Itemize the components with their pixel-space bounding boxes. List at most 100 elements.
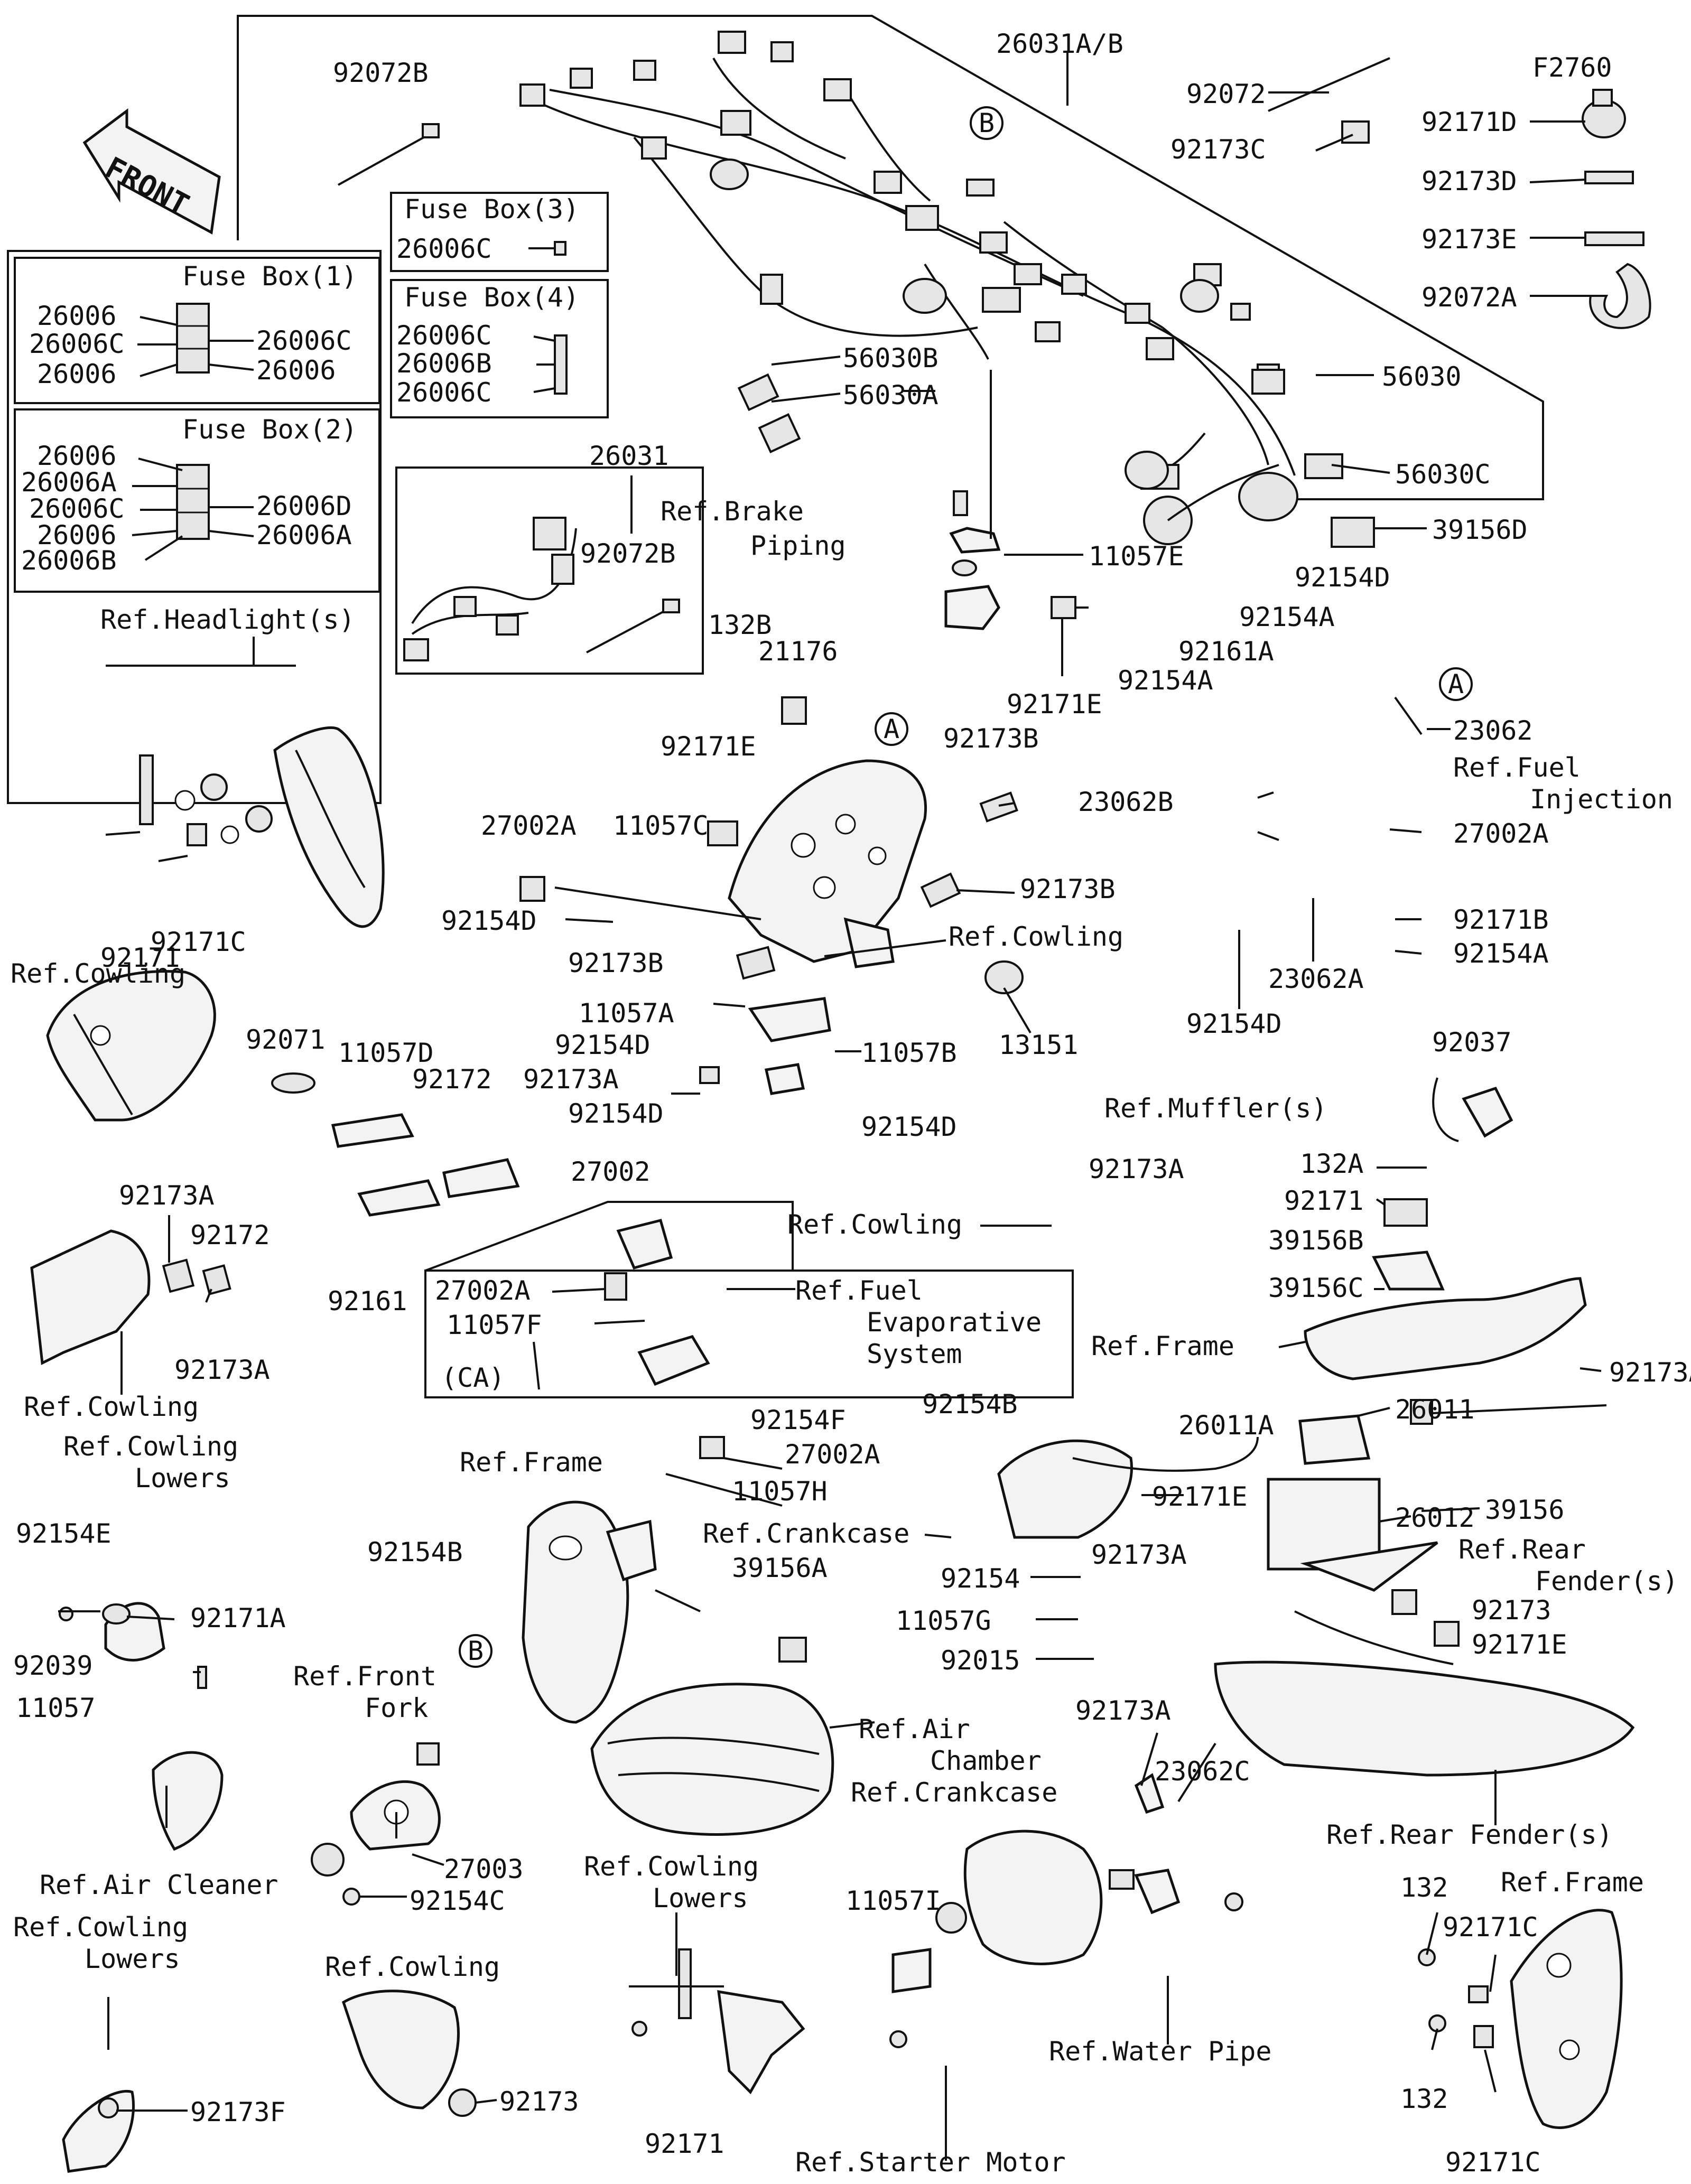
evap-outline — [425, 1201, 794, 1272]
fuse-box-1-left-1: 26006 — [37, 301, 117, 331]
evap-bracket-shapes — [552, 1218, 795, 1386]
label-92173A-c: 92173A — [174, 1355, 270, 1385]
label-92171A: 92171A — [190, 1603, 286, 1634]
ref-frame-c: Ref.Frame — [1501, 1867, 1644, 1898]
label-13151: 13151 — [999, 1030, 1079, 1060]
callout-b-fork-label: B — [468, 1636, 484, 1666]
callout-b-fork — [459, 1634, 493, 1668]
brake-bracket — [944, 490, 1076, 630]
ref-brake-2: Piping — [750, 530, 846, 561]
fuse-box-1-frame — [14, 257, 380, 404]
small-connectors — [519, 696, 1024, 1095]
label-11057D: 11057D — [338, 1038, 434, 1068]
label-11057A: 11057A — [579, 998, 674, 1029]
label-92071: 92071 — [246, 1024, 326, 1055]
leader-lines — [31, 53, 1607, 2161]
label-92173A-f: 92173A — [1091, 1539, 1187, 1570]
front-arrow-icon: FRONT — [82, 108, 221, 235]
label-92072: 92072 — [1186, 79, 1266, 109]
ref-frame-b: Ref.Frame — [460, 1447, 603, 1478]
label-92154A-c: 92154A — [1453, 938, 1549, 969]
fuse-box-4-part-2: 26006B — [396, 348, 492, 379]
fuse-box-2-left-5: 26006B — [21, 545, 117, 576]
headlight-assembly — [105, 726, 385, 928]
fuse-box-1-title: Fuse Box(1) — [182, 261, 357, 292]
ref-fuel-inj-2: Injection — [1530, 784, 1673, 815]
label-27003: 27003 — [444, 1854, 524, 1884]
label-92154B-a: 92154B — [367, 1537, 463, 1567]
evap-region: (CA) — [441, 1362, 505, 1393]
ref-frame-a: Ref.Frame — [1091, 1331, 1234, 1361]
label-92154A-a: 92154A — [1239, 602, 1335, 632]
ref-crankcase-a: Ref.Crankcase — [703, 1518, 909, 1549]
ref-headlight: Ref.Headlight(s) — [100, 604, 355, 635]
ref-cowling-e: Ref.Cowling — [325, 1952, 500, 1982]
label-92154D-a: 92154D — [1295, 562, 1390, 593]
ref-water-pipe: Ref.Water Pipe — [1049, 2036, 1271, 2067]
main-wiring-harness — [519, 31, 1296, 490]
label-23062A: 23062A — [1268, 964, 1364, 994]
frame-center — [522, 1436, 725, 1724]
label-92173A-g: 92173A — [1075, 1695, 1171, 1726]
fuse-box-1-right-1: 26006C — [256, 325, 352, 356]
evap-ref-2: Evaporative — [867, 1307, 1042, 1338]
label-92154D-c: 92154D — [441, 906, 537, 936]
fuse-box-4-part-1: 26006C — [396, 320, 492, 351]
label-11057G: 11057G — [896, 1606, 991, 1636]
ref-muffler: Ref.Muffler(s) — [1104, 1093, 1327, 1124]
label-92171C: 92171C — [151, 927, 246, 957]
label-56030B: 56030B — [843, 343, 939, 374]
ref-cow-lowers-c1: Ref.Cowling — [584, 1851, 759, 1882]
ref-front-fork-1: Ref.Front — [293, 1661, 436, 1692]
fuse-box-2-left-4: 26006 — [37, 520, 117, 550]
label-92072B: 92072B — [333, 58, 429, 88]
label-92173A-a: 92173A — [523, 1064, 619, 1095]
ref-rear-fender-b: Ref.Rear Fender(s) — [1326, 1819, 1613, 1850]
label-92173-b: 92173 — [1472, 1595, 1551, 1626]
cowling-bottom — [341, 1990, 477, 2117]
label-92171E-b: 92171E — [661, 731, 756, 762]
muffler-bracket — [1304, 1077, 1587, 1425]
label-39156C: 39156C — [1268, 1273, 1364, 1303]
label-92154D-e: 92154D — [568, 1098, 664, 1129]
fuse-box-3-title: Fuse Box(3) — [404, 194, 579, 225]
ref-crankcase-b: Ref.Crankcase — [851, 1777, 1057, 1808]
fuse-box-2-title: Fuse Box(2) — [182, 414, 357, 445]
battery-and-fender — [997, 1414, 1635, 1777]
ref-starter: Ref.Starter Motor — [795, 2147, 1066, 2178]
label-92154F: 92154F — [750, 1405, 846, 1435]
lower-left-parts — [59, 1602, 224, 2173]
label-92039: 92039 — [13, 1650, 93, 1681]
sub-harness-part: 26031 — [589, 441, 669, 471]
label-23062C: 23062C — [1155, 1756, 1250, 1787]
callout-b-top — [970, 106, 1004, 140]
ref-fuel-inj-1: Ref.Fuel — [1453, 752, 1581, 783]
ref-air-chamber-1: Ref.Air — [859, 1714, 970, 1744]
label-92171C-c: 92171C — [1445, 2147, 1541, 2178]
label-92161: 92161 — [328, 1286, 407, 1317]
fuse-box-3-part: 26006C — [396, 234, 492, 264]
label-92171D: 92171D — [1421, 107, 1517, 137]
fuse-block-icon — [137, 303, 254, 377]
label-27002A-b: 27002A — [481, 810, 577, 841]
label-92173B-b: 92173B — [1020, 874, 1116, 904]
ref-rear-fender-a1: Ref.Rear — [1458, 1534, 1586, 1565]
label-92171E-a: 92171E — [1007, 689, 1102, 720]
label-92173A-b: 92173A — [119, 1180, 215, 1211]
fuse-box-3-frame — [390, 192, 609, 272]
ref-cow-lowers-a2: Lowers — [135, 1463, 230, 1494]
front-cowling — [46, 970, 520, 1217]
fuse-box-2-right-2: 26006A — [256, 520, 352, 550]
label-92171E-d: 92171E — [1472, 1629, 1567, 1660]
label-92171-b: 92171 — [1284, 1186, 1364, 1216]
label-26011A: 26011A — [1178, 1410, 1274, 1441]
cowling-lower-left — [30, 1229, 231, 1365]
label-132A: 132A — [1300, 1149, 1363, 1179]
label-F2760: F2760 — [1532, 52, 1612, 83]
label-27002A-a: 27002A — [1453, 818, 1549, 849]
fuse-box-2-right-1: 26006D — [256, 491, 352, 521]
ref-front-fork-2: Fork — [365, 1693, 428, 1723]
label-27002A-c: 27002A — [785, 1439, 880, 1470]
